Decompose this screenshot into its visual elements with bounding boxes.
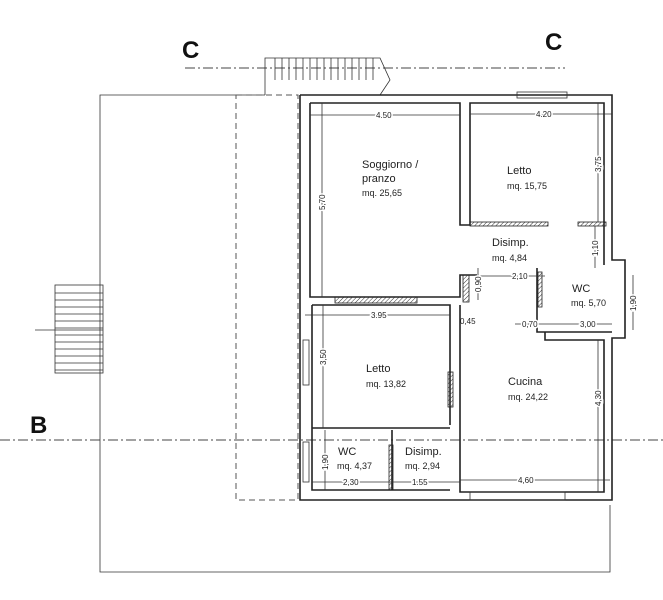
room-disimpegno-2: Disimp. mq. 2,94	[405, 446, 442, 471]
left-stairs	[35, 284, 104, 374]
room-name: Disimp.	[492, 237, 529, 249]
dim-label: 0,90	[474, 276, 483, 292]
room-name: Soggiorno /	[362, 159, 419, 171]
room-wc-1: WC mq. 5,70	[571, 283, 606, 308]
dim-label: 1.55	[412, 478, 428, 487]
dim-label: 3,50	[319, 349, 328, 365]
room-cucina: Cucina mq. 24,22	[508, 376, 548, 402]
room-area: mq. 4,37	[337, 461, 372, 471]
dim-label: 5,70	[318, 194, 327, 210]
room-name: Letto	[366, 363, 390, 375]
room-name: WC	[338, 446, 356, 458]
room-name: Disimp.	[405, 446, 442, 458]
dim-label: 0,70	[522, 320, 538, 329]
room-name: WC	[572, 283, 590, 295]
section-label-b: B	[30, 412, 47, 439]
dim-label: 1,90	[629, 295, 638, 311]
room-soggiorno: Soggiorno / pranzo mq. 25,65	[362, 159, 419, 198]
room-area: mq. 25,65	[362, 188, 402, 198]
room-area: mq. 13,82	[366, 379, 406, 389]
room-area: mq. 24,22	[508, 392, 548, 402]
dim-label: 4,30	[594, 390, 603, 406]
room-letto-1: Letto mq. 15,75	[507, 165, 547, 191]
dim-label: 3,00	[580, 320, 596, 329]
dimension-lines	[305, 103, 634, 492]
dim-label: 2,30	[343, 478, 359, 487]
dim-label: 1,10	[591, 240, 600, 256]
dim-label: 4,60	[518, 476, 534, 485]
dim-label: 2,10	[512, 272, 528, 281]
room-area: mq. 2,94	[405, 461, 440, 471]
section-label-c-right: C	[545, 29, 562, 56]
dim-label: 4.50	[376, 111, 392, 120]
room-name: Letto	[507, 165, 531, 177]
dim-label: 4.20	[536, 110, 552, 119]
room-letto-2: Letto mq. 13,82	[366, 363, 406, 389]
room-wc-2: WC mq. 4,37	[337, 446, 372, 471]
room-area: mq. 5,70	[571, 298, 606, 308]
section-label-c-left: C	[182, 37, 199, 64]
dim-label: 1,90	[321, 454, 330, 470]
dim-label: 3.95	[371, 311, 387, 320]
top-stairs	[264, 57, 391, 96]
room-area: mq. 15,75	[507, 181, 547, 191]
dim-label: 0,45	[460, 317, 476, 326]
room-name: Cucina	[508, 376, 543, 388]
room-disimpegno-1: Disimp. mq. 4,84	[492, 237, 529, 263]
room-area: mq. 4,84	[492, 253, 527, 263]
room-name-line2: pranzo	[362, 173, 396, 185]
dimension-labels: 4.50 4.20 5,70 3,75 1,10 0,90 2,10 1,90 …	[317, 109, 640, 489]
dim-label: 3,75	[594, 156, 603, 172]
apartment-walls	[299, 91, 626, 501]
